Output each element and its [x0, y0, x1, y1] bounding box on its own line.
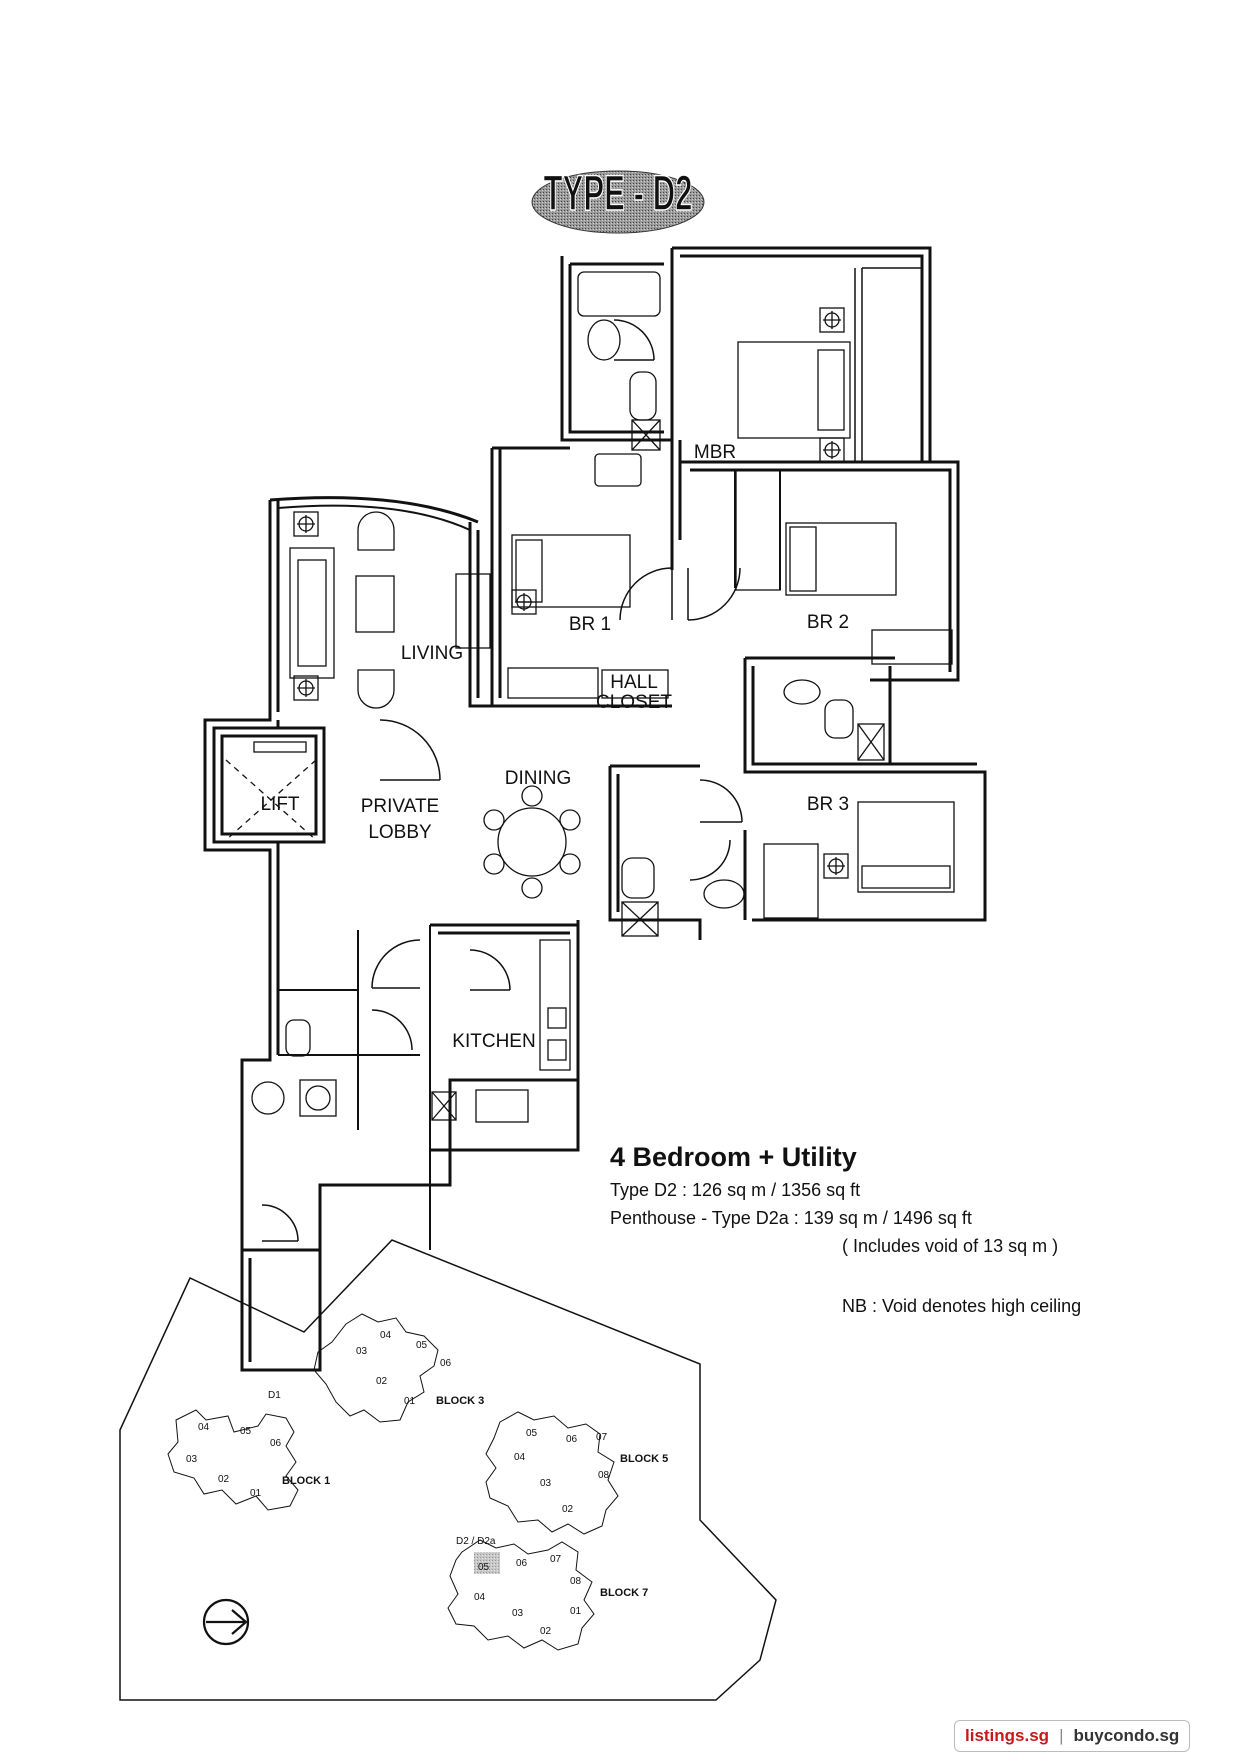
block-5-unit: 05 — [526, 1428, 538, 1439]
block-3-unit: 01 — [404, 1396, 416, 1407]
room-labels: MBR BR 1 BR 2 BR 3 LIVING DINING HALL CL… — [260, 442, 849, 1052]
block-3-unit: 03 — [356, 1346, 368, 1357]
block-1-unit: 05 — [240, 1426, 252, 1437]
block-7-unit: 02 — [540, 1626, 552, 1637]
block-5-unit: 08 — [598, 1470, 610, 1481]
unit-type-heading: 4 Bedroom + Utility — [610, 1142, 857, 1172]
ceiling-note: NB : Void denotes high ceiling — [842, 1296, 1082, 1316]
block-3-unit: 02 — [376, 1376, 388, 1387]
footer-separator: | — [1059, 1726, 1064, 1745]
block-5-unit: 02 — [562, 1504, 574, 1515]
block-5-label: BLOCK 5 — [620, 1453, 668, 1465]
block-5-unit: 04 — [514, 1452, 526, 1463]
block-1-label: BLOCK 1 — [282, 1475, 330, 1487]
room-label-lobby: LOBBY — [368, 822, 432, 843]
block-7-unit: 06 — [516, 1558, 528, 1569]
block-3-label: BLOCK 3 — [436, 1395, 484, 1407]
walls — [203, 246, 987, 1372]
type-badge: TYPE - D2 — [531, 164, 705, 234]
room-label-br3: BR 3 — [807, 794, 849, 815]
site-plan: D1 04 05 06 03 02 01 BLOCK 1 04 05 03 06… — [119, 1239, 777, 1701]
block-7: D2 / D2a 06 07 05 08 04 03 01 02 BLOCK 7 — [447, 1536, 648, 1651]
block-1-unit: 01 — [250, 1488, 262, 1499]
footer-watermark: listings.sg | buycondo.sg — [954, 1720, 1191, 1752]
block-5-unit: 06 — [566, 1434, 578, 1445]
room-label-br2: BR 2 — [807, 612, 849, 633]
block-1-marker: D1 — [268, 1390, 281, 1401]
block-7-unit: 03 — [512, 1608, 524, 1619]
room-label-lift: LIFT — [260, 794, 299, 815]
block-3-unit: 06 — [440, 1358, 452, 1369]
block-7-unit: 08 — [570, 1576, 582, 1587]
unit-area-d2a: Penthouse - Type D2a : 139 sq m / 1496 s… — [610, 1208, 972, 1228]
footer-link-buycondo[interactable]: buycondo.sg — [1073, 1726, 1180, 1745]
room-label-closet: CLOSET — [596, 692, 672, 713]
block-5-unit: 03 — [540, 1478, 552, 1489]
block-7-label: BLOCK 7 — [600, 1587, 648, 1599]
block-3: 04 05 03 06 02 01 BLOCK 3 — [313, 1313, 484, 1423]
block-7-unit: 04 — [474, 1592, 486, 1603]
room-label-living: LIVING — [401, 643, 463, 664]
block-1: D1 04 05 06 03 02 01 BLOCK 1 — [167, 1390, 330, 1511]
block-7-unit: 01 — [570, 1606, 582, 1617]
void-note: ( Includes void of 13 sq m ) — [842, 1236, 1059, 1256]
block-7-unit: 07 — [550, 1554, 562, 1565]
room-label-private: PRIVATE — [361, 796, 439, 817]
block-3-unit: 05 — [416, 1340, 428, 1351]
room-label-mbr: MBR — [694, 442, 736, 463]
room-label-kitchen: KITCHEN — [452, 1031, 535, 1052]
room-label-br1: BR 1 — [569, 614, 611, 635]
block-7-marker: D2 / D2a — [456, 1536, 496, 1547]
block-5-unit: 07 — [596, 1432, 608, 1443]
block-5: 05 06 07 04 08 03 02 BLOCK 5 — [485, 1411, 668, 1535]
block-1-unit: 02 — [218, 1474, 230, 1485]
ac-symbols — [293, 307, 849, 879]
room-label-hall: HALL — [610, 672, 658, 693]
unit-area-d2: Type D2 : 126 sq m / 1356 sq ft — [610, 1180, 861, 1200]
north-arrow-icon — [202, 1598, 250, 1646]
block-1-unit: 03 — [186, 1454, 198, 1465]
type-badge-label: TYPE - D2 — [543, 164, 692, 220]
room-label-dining: DINING — [505, 768, 572, 789]
block-1-unit: 04 — [198, 1422, 210, 1433]
block-3-unit: 04 — [380, 1330, 392, 1341]
door-swings — [261, 319, 743, 1242]
block-1-unit: 06 — [270, 1438, 282, 1449]
furniture — [225, 271, 955, 1123]
block-7-unit: 05 — [478, 1562, 490, 1573]
footer-link-listings[interactable]: listings.sg — [965, 1726, 1050, 1745]
